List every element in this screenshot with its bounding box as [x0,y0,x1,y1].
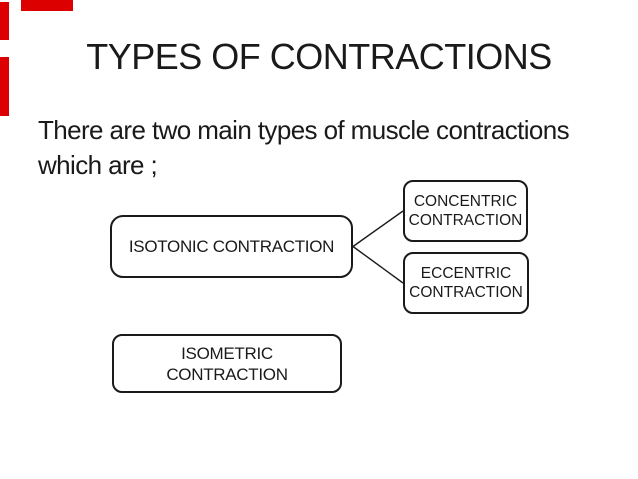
isometric-label-line-2: CONTRACTION [166,364,288,384]
eccentric-contraction-box: ECCENTRIC CONTRACTION [403,252,529,314]
red-accent-bar-horizontal [21,0,73,11]
concentric-label-line-1: CONCENTRIC [413,193,518,210]
body-text-line-2: which are ; [38,150,158,180]
eccentric-label-line-2: CONTRACTION [409,284,523,301]
red-accent-bar-top-left [0,2,9,40]
isotonic-contraction-label: ISOTONIC CONTRACTION [128,236,335,256]
red-accent-bar-left [0,57,9,116]
eccentric-label-line-1: ECCENTRIC [420,265,512,282]
concentric-label-line-2: CONTRACTION [408,212,523,229]
slide-body-text: There are two main types of muscle contr… [38,113,570,183]
isometric-contraction-box: ISOMETRIC CONTRACTION [112,334,342,393]
isometric-label-line-1: ISOMETRIC [181,343,273,363]
connector-isotonic-to-concentric [352,210,404,248]
slide-title: TYPES OF CONTRACTIONS [86,36,552,77]
isotonic-contraction-box: ISOTONIC CONTRACTION [110,215,353,278]
body-text-line-1: There are two main types of muscle contr… [38,115,570,145]
concentric-contraction-box: CONCENTRIC CONTRACTION [403,180,528,242]
connector-isotonic-to-eccentric [352,245,404,284]
